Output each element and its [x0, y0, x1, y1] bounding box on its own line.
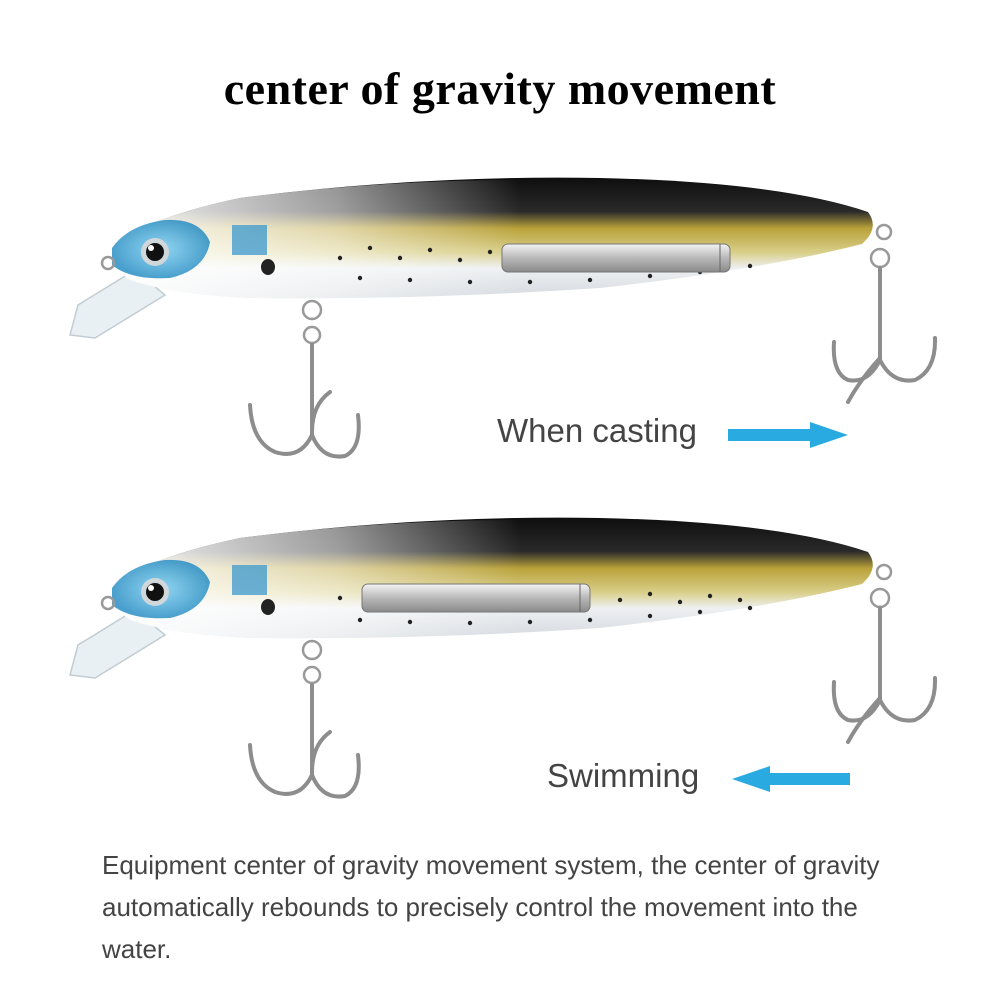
tail-treble-hook: [831, 266, 938, 404]
tail-treble-hook: [831, 606, 938, 744]
description-text: Equipment center of gravity movement sys…: [102, 850, 880, 964]
arrow-left-icon: [732, 766, 850, 792]
page-title: center of gravity movement: [223, 63, 777, 114]
arrow-right-icon: [728, 422, 848, 448]
belly-treble-hook: [248, 343, 361, 459]
lure-image-casting: [69, 177, 938, 459]
caption-when-casting: When casting: [497, 412, 697, 449]
diving-lip: [69, 269, 167, 339]
weight-tube: [501, 243, 731, 273]
lure-image-swimming: [69, 517, 938, 799]
belly-treble-hook: [248, 683, 361, 799]
weight-tube: [361, 583, 591, 613]
diving-lip: [69, 609, 167, 679]
caption-swimming: Swimming: [547, 757, 700, 794]
